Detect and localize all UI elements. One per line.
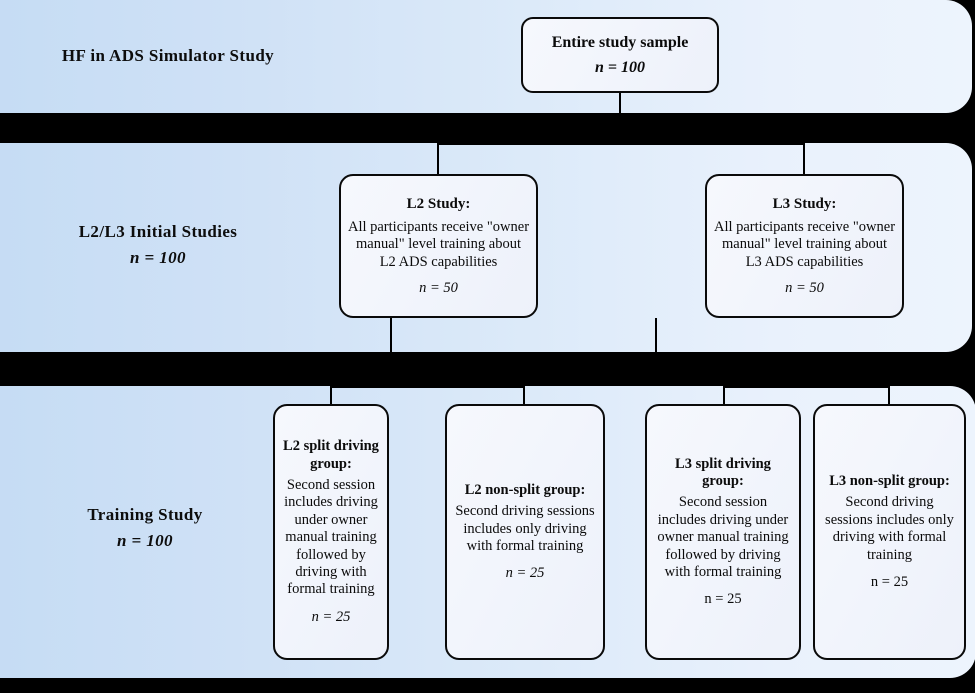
- lane-label-hf-in-ads-simulator-study: HF in ADS Simulator Study: [18, 44, 318, 68]
- node-body: All participants receive "owner manual" …: [713, 218, 896, 270]
- node-entire-study-sample[interactable]: Entire study sample n = 100: [521, 17, 719, 93]
- node-sample-size: n = 50: [785, 280, 824, 297]
- node-sample-size: n = 25: [311, 608, 351, 625]
- swimlane-band-top: [0, 0, 972, 113]
- node-title: L2 Study:: [406, 195, 471, 212]
- lane-label-text: Training Study: [87, 505, 203, 524]
- node-title: Entire study sample: [551, 33, 689, 51]
- node-l2-split-driving-group[interactable]: L2 split driving group: Second session i…: [273, 404, 389, 660]
- node-sample-size: n = 25: [870, 573, 909, 590]
- lane-label-text: HF in ADS Simulator Study: [61, 46, 275, 65]
- node-sample-size: n = 50: [419, 280, 458, 297]
- node-title: L3 Study:: [772, 195, 837, 212]
- lane-label-training-study: Training Study n = 100: [10, 503, 280, 553]
- node-l3-study[interactable]: L3 Study: All participants receive "owne…: [705, 174, 904, 318]
- node-sample-size: n = 25: [505, 565, 545, 582]
- node-body: Second session includes driving under ow…: [284, 477, 378, 598]
- node-body: Second driving sessions includes only dr…: [455, 503, 595, 554]
- node-body: Second driving sessions includes only dr…: [825, 494, 954, 563]
- connector-to-l3-split-group: [723, 386, 725, 405]
- connector-to-l2-non-split-group: [523, 386, 525, 405]
- lane-label-text: L2/L3 Initial Studies: [78, 222, 238, 241]
- connector-to-l3-non-split-group: [888, 386, 890, 405]
- connector-to-l2-split-group: [330, 386, 332, 405]
- node-l3-split-driving-group[interactable]: L3 split driving group: Second session i…: [645, 404, 801, 660]
- node-l2-non-split-group[interactable]: L2 non-split group: Second driving sessi…: [445, 404, 605, 660]
- lane-sample-size: n = 100: [130, 248, 186, 268]
- connector-l2-groups-bus: [330, 386, 524, 388]
- connector-root-stem: [619, 93, 621, 113]
- node-l2-study[interactable]: L2 Study: All participants receive "owne…: [339, 174, 538, 318]
- node-title: L3 non-split group:: [829, 473, 950, 490]
- node-body: Second session includes driving under ow…: [657, 494, 789, 580]
- node-title: L3 split driving group:: [675, 455, 771, 490]
- node-l3-non-split-group[interactable]: L3 non-split group: Second driving sessi…: [813, 404, 966, 660]
- connector-l3-study-stem: [655, 318, 657, 352]
- connector-to-l2-study: [437, 143, 439, 175]
- node-title: L2 non-split group:: [464, 481, 586, 498]
- connector-l2-study-stem: [390, 318, 392, 352]
- connector-l3-groups-bus: [723, 386, 889, 388]
- node-sample-size: n = 25: [704, 591, 742, 608]
- node-body: All participants receive "owner manual" …: [347, 218, 530, 270]
- lane-sample-size: n = 100: [117, 531, 173, 551]
- node-title: L2 split driving group:: [283, 438, 379, 472]
- connector-level2-bus: [437, 143, 803, 145]
- lane-label-l2-l3-initial-studies: L2/L3 Initial Studies n = 100: [18, 220, 298, 270]
- node-sample-size: n = 100: [594, 59, 645, 77]
- connector-to-l3-study: [803, 143, 805, 175]
